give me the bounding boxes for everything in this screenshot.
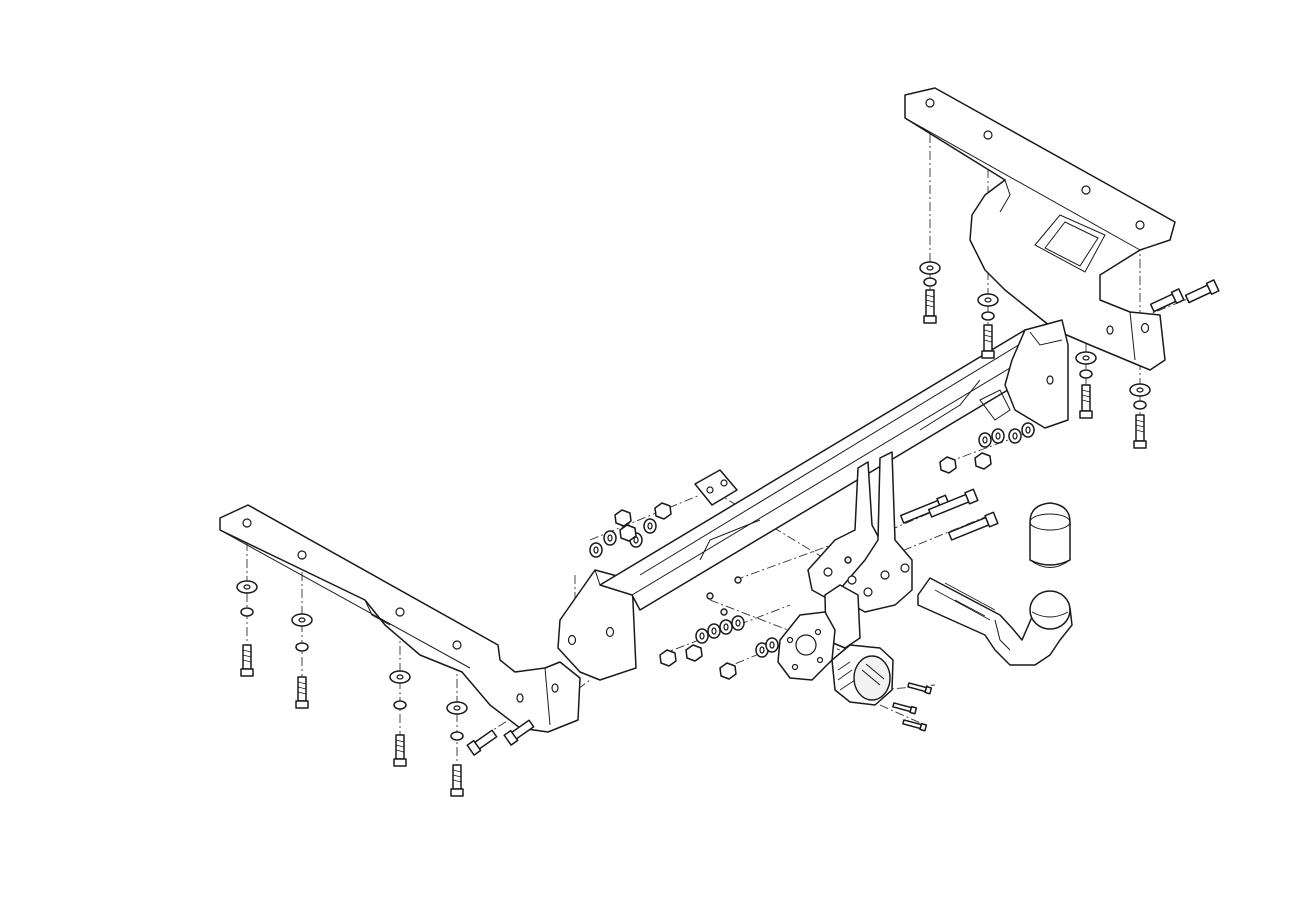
socket-plate (777, 584, 861, 681)
washer-set (236, 261, 1151, 741)
tow-ball-neck (917, 577, 1073, 666)
hitch-mounting-plates (807, 451, 913, 613)
ball-cover-cap (1029, 502, 1071, 568)
right-side-bracket (904, 87, 1176, 371)
main-crossbar (557, 319, 1069, 681)
electrical-socket (831, 644, 894, 706)
bolt-set (240, 279, 1220, 797)
left-side-bracket (219, 504, 581, 733)
nut-set (614, 452, 992, 680)
